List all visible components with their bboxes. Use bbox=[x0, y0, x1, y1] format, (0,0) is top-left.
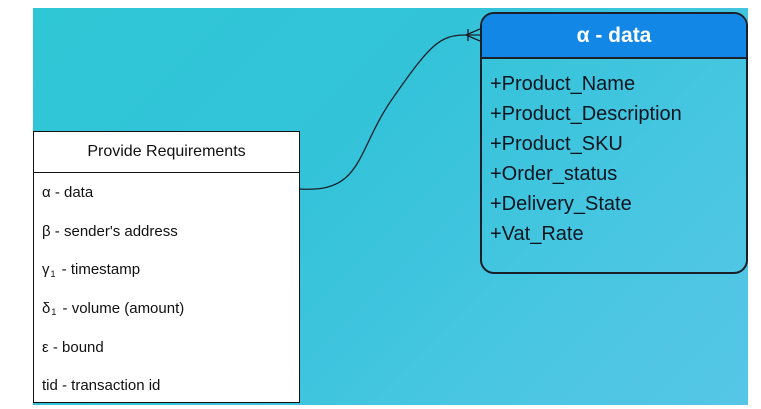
requirements-table[interactable]: Provide Requirements α - data β - sender… bbox=[33, 131, 300, 403]
entity-title: α - data bbox=[482, 14, 746, 59]
requirements-table-title: Provide Requirements bbox=[34, 132, 299, 173]
row-symbol: γ bbox=[42, 261, 50, 279]
row-symbol: δ bbox=[42, 299, 51, 317]
crow-foot-marker bbox=[465, 28, 481, 42]
entity-field[interactable]: +Delivery_State bbox=[490, 193, 632, 215]
entity-field[interactable]: +Order_status bbox=[490, 163, 618, 185]
row-text: - volume (amount) bbox=[58, 299, 185, 317]
row-subscript: 1 bbox=[51, 307, 57, 318]
row-text: - data bbox=[50, 183, 94, 201]
row-text: - bound bbox=[48, 338, 104, 356]
entity-field[interactable]: +Vat_Rate bbox=[490, 223, 584, 245]
requirement-row[interactable]: tid - transaction id bbox=[34, 366, 299, 405]
entity-field[interactable]: +Product_Name bbox=[490, 73, 636, 95]
entity-alpha-data[interactable]: α - data +Product_Name +Product_Descript… bbox=[480, 12, 748, 274]
requirement-row[interactable]: ε - bound bbox=[34, 328, 299, 367]
requirement-row[interactable]: α - data bbox=[34, 173, 299, 212]
connector-line bbox=[299, 34, 480, 190]
row-subscript: 1 bbox=[50, 268, 56, 279]
entity-field[interactable]: +Product_Description bbox=[490, 103, 682, 125]
entity-fields: +Product_Name +Product_Description +Prod… bbox=[482, 59, 746, 249]
requirement-row[interactable]: β - sender's address bbox=[34, 212, 299, 251]
row-symbol: β bbox=[42, 222, 51, 240]
row-text: - timestamp bbox=[57, 261, 141, 279]
row-symbol: α bbox=[42, 183, 51, 201]
row-symbol: tid bbox=[42, 377, 58, 395]
row-text: - transaction id bbox=[57, 377, 161, 395]
entity-field[interactable]: +Product_SKU bbox=[490, 133, 623, 155]
row-text: - sender's address bbox=[50, 222, 178, 240]
row-symbol: ε bbox=[42, 338, 49, 356]
